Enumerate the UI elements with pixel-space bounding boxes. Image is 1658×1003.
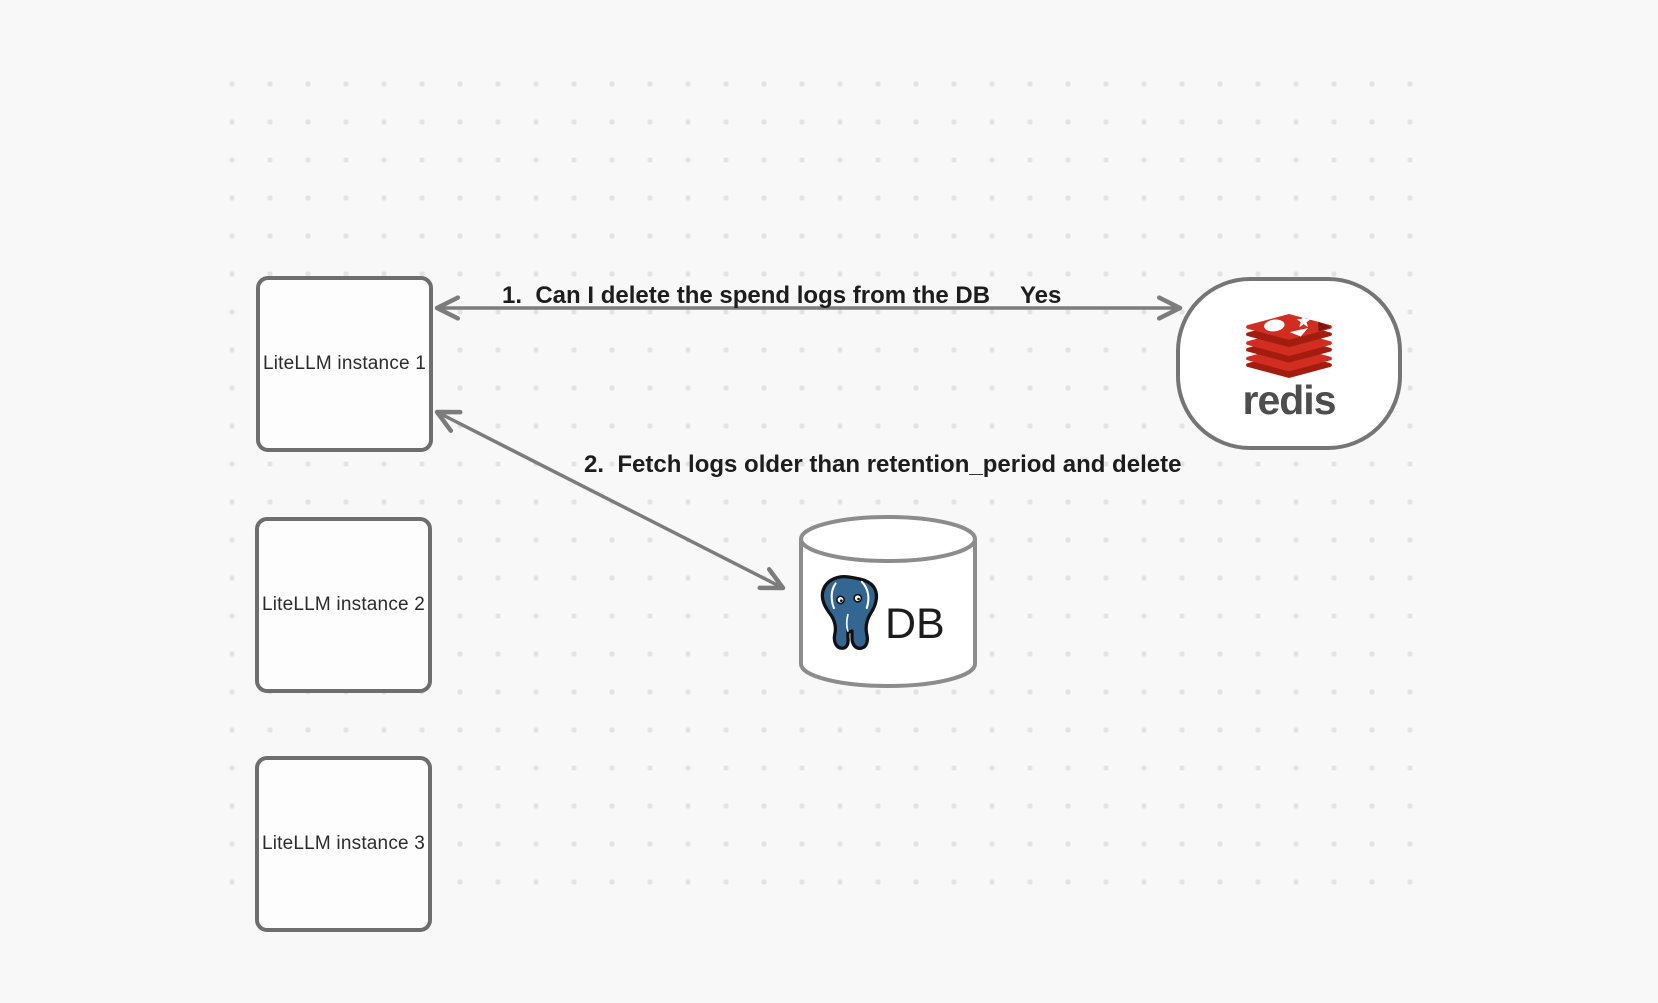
database-node: DB bbox=[799, 515, 977, 688]
edge-1-label: 1. Can I delete the spend logs from the … bbox=[502, 282, 991, 309]
litellm-instance-2-node: LiteLLM instance 2 bbox=[255, 517, 432, 693]
edge-2-label: 2. Fetch logs older than retention_perio… bbox=[584, 451, 1182, 478]
litellm-instance-1-node: LiteLLM instance 1 bbox=[256, 276, 433, 452]
litellm-instance-1-label: LiteLLM instance 1 bbox=[262, 353, 427, 374]
redis-node: redis bbox=[1176, 277, 1402, 450]
edge-1-response-label: Yes bbox=[1020, 282, 1062, 309]
litellm-instance-3-label: LiteLLM instance 3 bbox=[261, 833, 426, 854]
redis-logo-icon bbox=[1246, 313, 1332, 378]
litellm-instance-2-label: LiteLLM instance 2 bbox=[261, 594, 426, 615]
redis-wordmark: redis bbox=[1242, 376, 1337, 423]
db-label: DB bbox=[885, 600, 945, 648]
postgresql-elephant-icon bbox=[820, 575, 879, 650]
litellm-instance-3-node: LiteLLM instance 3 bbox=[255, 756, 432, 932]
